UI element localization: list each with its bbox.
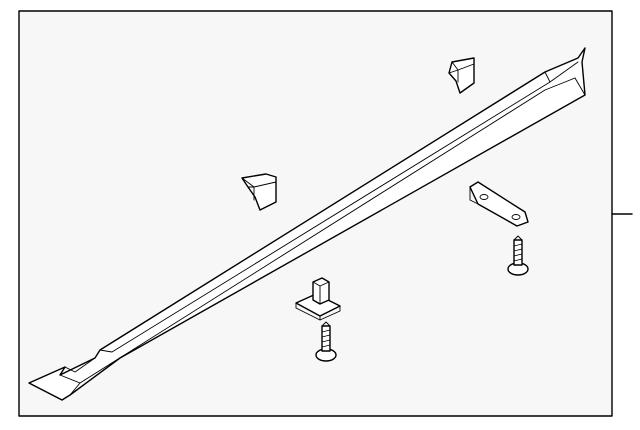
nut-clip-screw[interactable] <box>315 321 337 362</box>
middle-clip[interactable] <box>241 173 277 211</box>
rocker-moulding[interactable] <box>28 47 586 401</box>
bracket-screw[interactable] <box>507 235 529 276</box>
upper-clip[interactable] <box>448 57 475 94</box>
nut-clip[interactable] <box>295 277 341 321</box>
mounting-bracket[interactable] <box>469 181 529 227</box>
